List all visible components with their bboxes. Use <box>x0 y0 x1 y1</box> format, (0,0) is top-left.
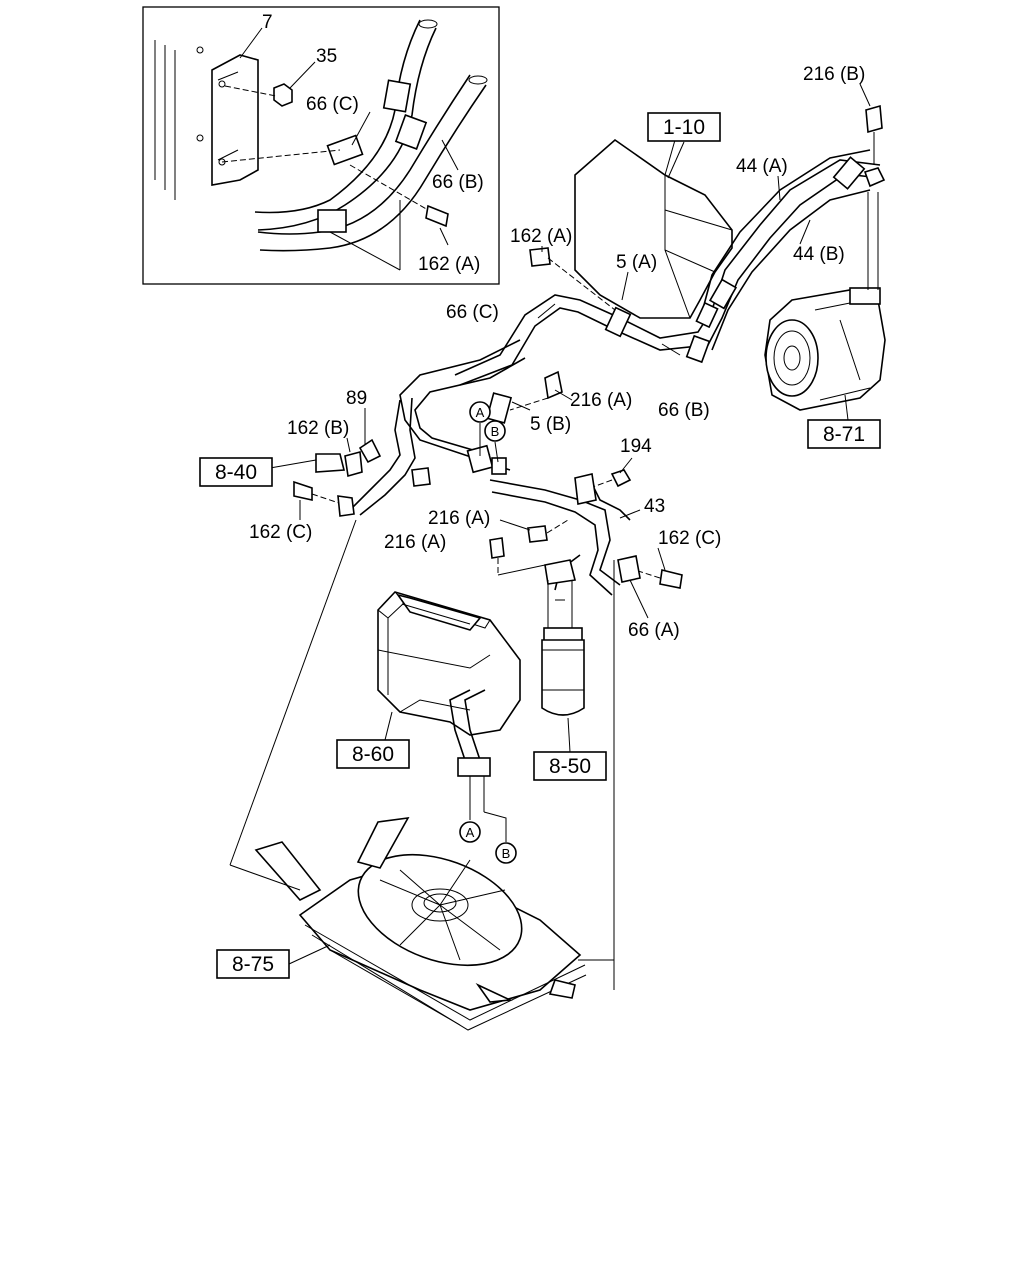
inset-frame <box>142 6 500 285</box>
label-162c-left: 162 (C) <box>249 522 312 543</box>
bolt-162c-left <box>293 480 313 501</box>
inset-clamp <box>382 79 412 113</box>
connector-b-bottom <box>495 842 517 864</box>
bolt-162a <box>529 247 551 267</box>
pressure-switch <box>315 453 346 473</box>
bracket-7 <box>211 54 259 186</box>
bolt-162b <box>344 450 363 478</box>
svg-text:B: B <box>491 424 500 439</box>
receiver-drier <box>541 580 585 753</box>
label-216a-2: 216 (A) <box>428 508 490 529</box>
label-43: 43 <box>644 496 665 517</box>
svg-text:B: B <box>502 846 511 861</box>
ref-box-8-71 <box>807 419 881 449</box>
label-162c-right: 162 (C) <box>658 528 721 549</box>
fan-shroud <box>357 853 523 967</box>
label-216a-3: 216 (A) <box>384 532 446 553</box>
inset-label-66c: 66 (C) <box>306 94 359 115</box>
label-162a: 162 (A) <box>510 226 572 247</box>
condenser-fan <box>254 816 598 1031</box>
clamp-5a <box>604 306 632 338</box>
ref-box-8-40 <box>199 457 273 487</box>
ref-text-8-60: 8-60 <box>352 743 394 766</box>
reference-boxes: 1-10 8-71 8-40 8-60 8-50 8-75 <box>199 112 881 979</box>
engine-outline <box>574 138 733 319</box>
label-216a-1: 216 (A) <box>570 390 632 411</box>
inset-label-66b: 66 (B) <box>432 172 484 193</box>
ref-text-8-40: 8-40 <box>215 461 257 484</box>
ref-box-1-10 <box>647 112 721 142</box>
label-89: 89 <box>346 388 367 409</box>
label-66a: 66 (A) <box>628 620 680 641</box>
label-66c: 66 (C) <box>446 302 499 323</box>
label-216b: 216 (B) <box>803 64 865 85</box>
connector-markers: A B A B <box>459 401 517 864</box>
label-66b: 66 (B) <box>658 400 710 421</box>
leader-lines <box>229 83 871 990</box>
label-194: 194 <box>620 436 652 457</box>
ref-box-8-50 <box>533 751 607 781</box>
evaporator-unit <box>377 591 521 842</box>
label-5b: 5 (B) <box>530 414 571 435</box>
clamp-5b <box>485 392 513 424</box>
svg-text:A: A <box>466 825 475 840</box>
ref-text-8-50: 8-50 <box>549 755 591 778</box>
label-44a: 44 (A) <box>736 156 788 177</box>
ref-text-8-71: 8-71 <box>823 423 865 446</box>
main-hose-routing <box>293 104 886 596</box>
inset-hose-upper <box>254 19 421 214</box>
svg-text:A: A <box>476 405 485 420</box>
inset-bolt-162a <box>425 204 449 228</box>
label-44b: 44 (B) <box>793 244 845 265</box>
compressor <box>764 287 886 421</box>
ref-text-1-10: 1-10 <box>663 116 705 139</box>
inset-hose-lower <box>257 74 471 235</box>
inset-label-35: 35 <box>316 46 337 67</box>
bolt-216b <box>865 104 883 134</box>
ref-box-8-60 <box>336 739 410 769</box>
ref-text-8-75: 8-75 <box>232 953 274 976</box>
inset-detail: 7 35 66 (C) 66 (B) 162 (A) <box>142 6 500 285</box>
connector-a-bottom <box>459 821 481 843</box>
nut-194 <box>610 469 632 488</box>
inset-label-162a: 162 (A) <box>418 254 480 275</box>
part-labels: 216 (B) 44 (A) 44 (B) 162 (A) 5 (A) 66 (… <box>249 64 865 641</box>
connector-a-top <box>469 401 491 423</box>
bracket-89 <box>358 438 382 464</box>
label-162b: 162 (B) <box>287 418 349 439</box>
connector-b-top <box>484 420 506 442</box>
bolt-162c-right <box>659 569 683 589</box>
inset-label-7: 7 <box>262 12 273 33</box>
label-5a: 5 (A) <box>616 252 657 273</box>
nut-35 <box>273 83 293 107</box>
